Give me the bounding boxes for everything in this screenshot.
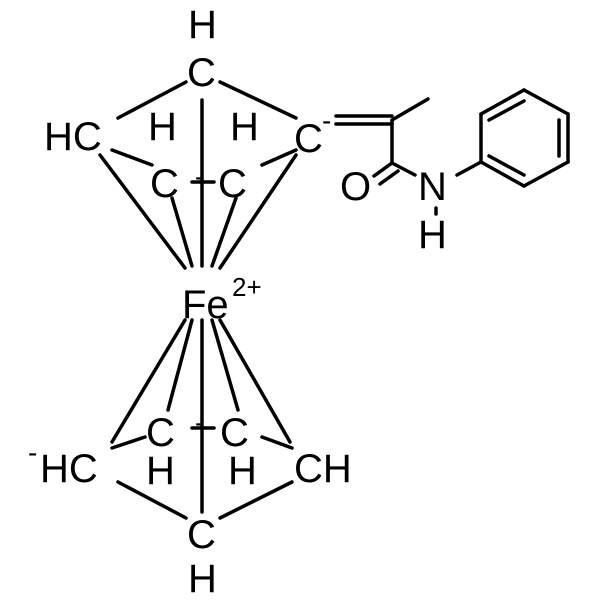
atom-nh-h: H bbox=[418, 213, 447, 257]
atom-top-inner-dot: - bbox=[195, 161, 204, 192]
atom-fe: Fe bbox=[182, 283, 229, 327]
bond-fe-left bbox=[98, 153, 187, 270]
atom-bottom-inner-right-c: C bbox=[220, 411, 249, 455]
atom-bottom-left-charge: - bbox=[28, 437, 37, 468]
bond-right-innerright bbox=[260, 148, 298, 167]
atom-nitrogen: N bbox=[418, 165, 447, 209]
bond-fe-b-left bbox=[110, 318, 187, 444]
bond-fe-b-innerright bbox=[210, 318, 240, 412]
oxindole-bonds bbox=[334, 88, 570, 216]
bond-apex-right bbox=[218, 80, 298, 120]
bond-benz-inner-1 bbox=[487, 99, 526, 122]
atom-top-left-c: HC bbox=[44, 115, 102, 159]
atom-oxygen: O bbox=[340, 165, 371, 209]
atom-bottom-left-c: HC bbox=[40, 447, 98, 491]
bond-left-innerleft bbox=[110, 148, 154, 167]
bond-fe-right bbox=[218, 153, 298, 270]
bond-b-left-bottom bbox=[116, 480, 188, 520]
bond-fe-b-innerleft bbox=[166, 318, 194, 412]
bond-benz-4 bbox=[522, 160, 570, 188]
bond-fe-b-right bbox=[218, 318, 292, 444]
bond-b-right-innerright bbox=[260, 435, 294, 450]
atom-fe-charge: 2+ bbox=[232, 272, 262, 302]
bond-n-c7a bbox=[455, 160, 483, 177]
bond-c2-o bbox=[372, 161, 394, 178]
atom-top-right-charge: - bbox=[322, 105, 331, 136]
bond-benz-1 bbox=[479, 88, 526, 116]
top-ring-fe-bonds bbox=[98, 98, 298, 270]
bottom-ring-fe-bonds bbox=[110, 318, 292, 514]
atom-bottom-right-c: CH bbox=[294, 447, 352, 491]
bottom-ring-bonds bbox=[110, 426, 294, 520]
bond-fe-innerright bbox=[210, 196, 238, 268]
atom-top-apex-c: C bbox=[187, 51, 216, 95]
atom-bottom-inner-left-c: C bbox=[146, 411, 175, 455]
atom-top-inner-left-c: C bbox=[150, 162, 179, 206]
bond-b-left-innerleft bbox=[110, 435, 147, 450]
atom-bottom-c: C bbox=[187, 513, 216, 557]
atom-top-right-c: C bbox=[294, 117, 323, 161]
bond-apex-left bbox=[116, 80, 188, 120]
bond-c2-n bbox=[390, 161, 417, 177]
atom-bottom-inner-left-h: H bbox=[146, 449, 175, 493]
atom-top-inner-right-c: C bbox=[218, 162, 247, 206]
atom-bottom-inner-dot: - bbox=[195, 407, 204, 438]
bond-benz-2 bbox=[522, 88, 570, 116]
bond-benz-5 bbox=[479, 160, 526, 188]
bond-c3-c3a bbox=[390, 97, 430, 122]
bond-benz-inner-3 bbox=[487, 154, 526, 177]
bond-fe-innerleft bbox=[170, 196, 194, 268]
atom-bottom-h: H bbox=[188, 557, 217, 600]
bond-b-right-bottom bbox=[218, 480, 294, 520]
atom-top-right-inner-h: H bbox=[230, 105, 259, 149]
bond-c2-o-2 bbox=[378, 169, 400, 186]
atom-bottom-inner-right-h: H bbox=[228, 449, 257, 493]
atom-top-apex-h: H bbox=[188, 3, 217, 47]
atom-top-left-inner-h: H bbox=[148, 105, 177, 149]
